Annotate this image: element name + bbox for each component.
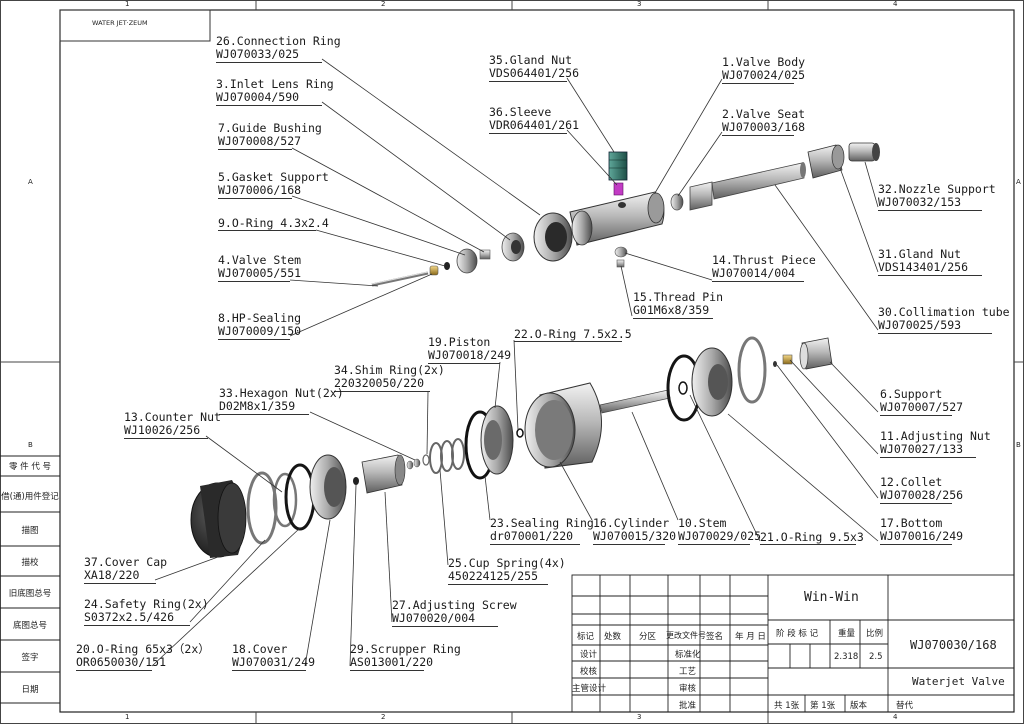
side-cell-base-no: 底图总号 (12, 621, 47, 631)
label-o-ring-22: 22.O-Ring 7.5x2.5 (514, 327, 632, 342)
zone-left-b: B (28, 441, 33, 449)
zone-top-1: 1 (125, 0, 130, 8)
scale-label: 比例 (866, 629, 884, 639)
row-process: 工艺 (679, 667, 697, 677)
title-block-grid (571, 574, 1015, 713)
zone-bottom-3: 3 (637, 713, 642, 721)
zone-right-a: A (1016, 178, 1021, 186)
row-chief-design: 主管设计 (572, 684, 607, 694)
header-date: 年 月 日 (735, 632, 766, 642)
label-o-ring-21: 21.O-Ring 9.5x3 (760, 530, 864, 545)
zone-right-b: B (1016, 441, 1021, 449)
leader-lines (151, 58, 879, 667)
label-hexagon-nut: 33.Hexagon Nut(2x)D02M8x1/359 (219, 386, 344, 415)
sheets-total: 共 1张 (774, 701, 800, 711)
zone-bottom-1: 1 (125, 713, 130, 721)
actuator-assembly (190, 336, 833, 558)
zone-top-4: 4 (893, 0, 898, 8)
side-cell-trace-check: 描校 (21, 558, 39, 568)
drawing-number: WJ070030/168 (910, 638, 997, 652)
row-check: 校核 (580, 667, 598, 677)
side-cell-tracing: 描图 (21, 526, 39, 536)
valve-assembly (371, 142, 880, 287)
row-review: 审核 (679, 684, 697, 694)
sheet-number: 第 1张 (810, 701, 836, 711)
row-standardization: 标准化 (675, 650, 701, 660)
drawing-code: WATER JET·ZEUM (92, 19, 148, 27)
header-change-doc: 更改文件号 (666, 631, 706, 640)
zone-bottom-2: 2 (381, 713, 386, 721)
version-label: 版本 (850, 701, 868, 711)
stage-mark-label: 阶 段 标 记 (776, 629, 819, 639)
company-name: Win-Win (804, 590, 859, 605)
zone-left-a: A (28, 178, 33, 186)
side-cell-date: 日期 (21, 685, 39, 695)
weight-label: 重量 (838, 629, 856, 639)
header-zone: 分区 (639, 632, 657, 642)
drawing-name: Waterjet Valve (912, 675, 1005, 688)
zone-top-2: 2 (381, 0, 386, 8)
label-cup-spring: 25.Cup Spring(4x)450224125/255 (448, 556, 566, 585)
side-cell-part-code: 零 件 代 号 (8, 462, 52, 472)
header-count: 处数 (604, 632, 622, 642)
row-design: 设计 (580, 650, 598, 660)
label-o-ring-9: 9.O-Ring 4.3x2.4 (218, 216, 329, 231)
label-safety-ring: 24.Safety Ring(2x)S0372x2.5/426 (84, 597, 209, 626)
header-mark: 标记 (577, 632, 595, 642)
scale-value: 2.5 (869, 652, 883, 662)
side-cell-borrowed: 借(通)用件登记 (1, 492, 59, 502)
side-table-grid (0, 455, 60, 704)
label-o-ring-20: 20.O-Ring 65x3（2x）OR0650030/151 (76, 642, 210, 671)
label-shim-ring: 34.Shim Ring(2x)220320050/220 (334, 363, 445, 392)
header-signature: 签名 (706, 632, 724, 642)
weight-value: 2.318 (834, 652, 859, 662)
replace-label: 替代 (896, 701, 914, 711)
row-approve: 批准 (679, 701, 697, 711)
side-cell-old-base: 旧底图总号 (8, 589, 52, 599)
zone-bottom-4: 4 (893, 713, 898, 721)
zone-top-3: 3 (637, 0, 642, 8)
side-cell-signature: 签字 (21, 653, 39, 663)
